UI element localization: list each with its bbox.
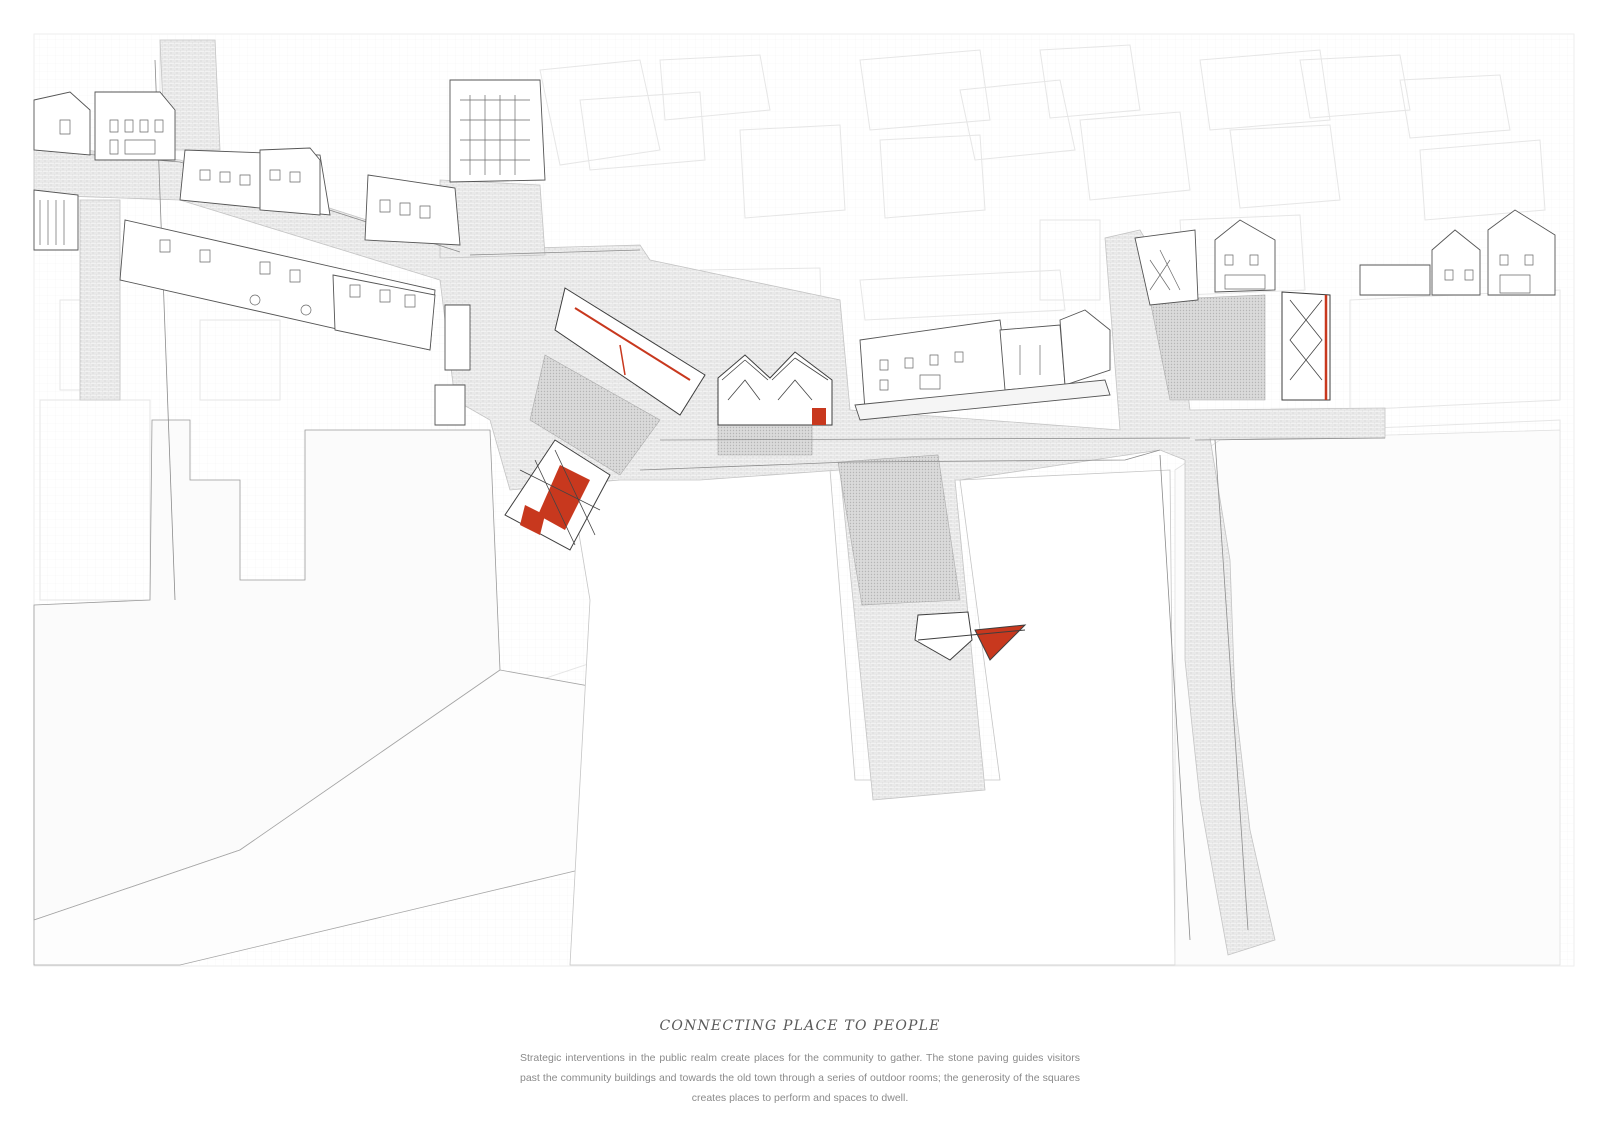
east-buildings [1134,209,1556,306]
caption-title: CONNECTING PLACE TO PEOPLE [659,1018,941,1034]
block-outlines [33,419,1561,966]
central-buildings [854,309,1111,421]
caption-body: Strategic interventions in the public re… [520,1052,1080,1104]
building-elevations [33,79,546,426]
intervention-pavilions [504,287,1331,661]
site-plan-drawing [33,33,1575,967]
stone-paving [33,39,1386,956]
caption: CONNECTING PLACE TO PEOPLE Strategic int… [0,1018,1600,1108]
public-squares [529,294,1266,606]
